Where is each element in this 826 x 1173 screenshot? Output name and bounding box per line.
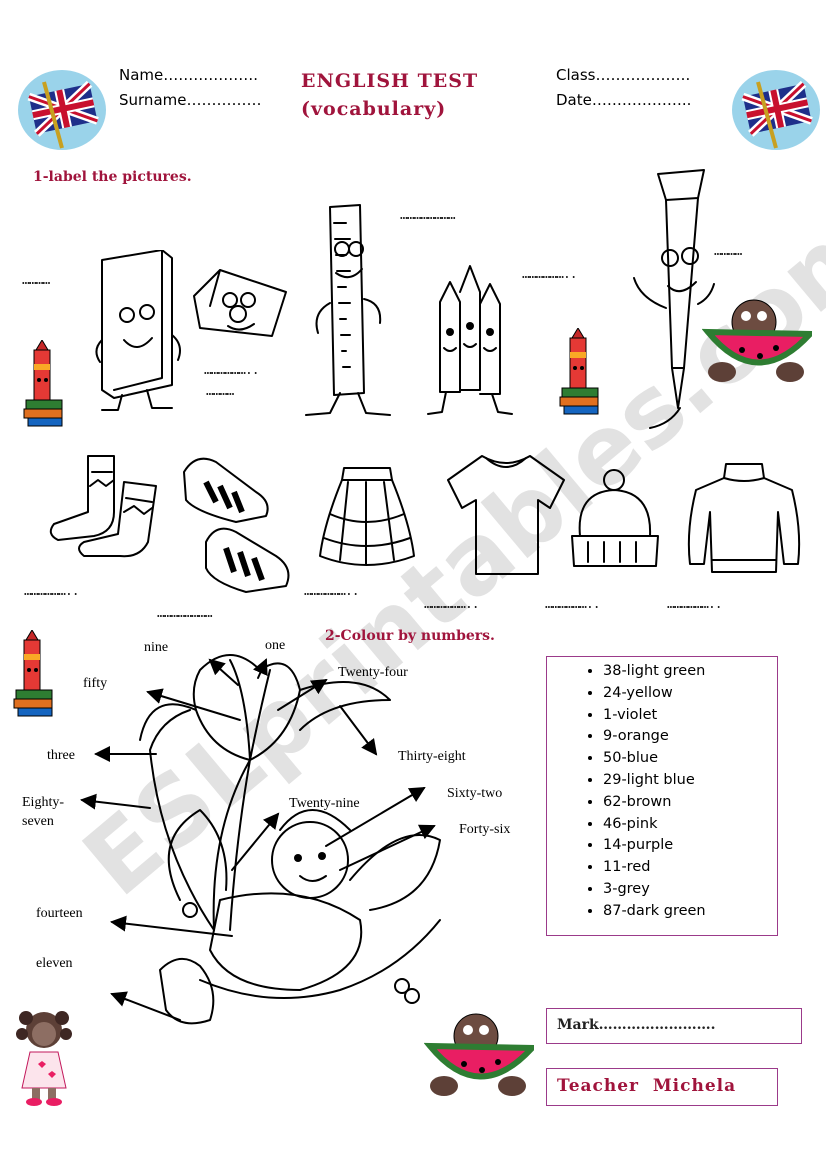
legend-item: 1-violet bbox=[603, 705, 777, 727]
number-label-thirty-eight: Thirty-eight bbox=[398, 749, 466, 764]
crayon-books-icon bbox=[12, 629, 56, 718]
test-subtitle: (vocabulary) bbox=[301, 98, 447, 120]
uk-flag-logo-left bbox=[14, 62, 110, 158]
class-field-label: Class………………. bbox=[556, 66, 691, 84]
number-label-twenty-four: Twenty-four bbox=[338, 665, 408, 680]
legend-item: 50-blue bbox=[603, 748, 777, 770]
answer-blank[interactable]: ……………….. bbox=[304, 584, 360, 599]
mark-box[interactable]: Mark……………………. bbox=[546, 1008, 802, 1044]
number-label-eleven: eleven bbox=[36, 956, 73, 971]
date-field-label: Date……………….. bbox=[556, 91, 692, 109]
uk-flag-logo-right bbox=[728, 62, 824, 158]
number-label-eighty-seven-cont: seven bbox=[22, 814, 54, 829]
girl-doll-illustration bbox=[12, 1004, 76, 1108]
answer-blank[interactable]: …………………… bbox=[400, 208, 456, 223]
legend-item: 24-yellow bbox=[603, 683, 777, 705]
number-label-forty-six: Forty-six bbox=[459, 822, 511, 837]
answer-blank[interactable]: ……………….. bbox=[24, 584, 80, 599]
number-label-one: one bbox=[265, 638, 286, 653]
book-character-illustration bbox=[92, 249, 188, 415]
crayon-books-icon bbox=[558, 327, 602, 416]
woolly-hat-illustration bbox=[568, 466, 662, 572]
number-label-twenty-nine: Twenty-nine bbox=[289, 796, 360, 811]
sweater-illustration bbox=[682, 460, 806, 584]
crayon-books-icon bbox=[22, 339, 66, 428]
answer-blank[interactable]: ………… bbox=[714, 244, 742, 259]
answer-blank[interactable]: …………………… bbox=[157, 606, 213, 621]
legend-item: 62-brown bbox=[603, 792, 777, 814]
legend-item: 38-light green bbox=[603, 661, 777, 683]
ruler-character-illustration bbox=[300, 203, 396, 425]
teacher-box: Teacher Michela bbox=[546, 1068, 778, 1106]
colour-legend-box: 38-light green 24-yellow 1-violet 9-oran… bbox=[546, 656, 778, 936]
socks-illustration bbox=[44, 452, 164, 562]
pencils-character-illustration bbox=[420, 262, 520, 422]
legend-item: 9-orange bbox=[603, 726, 777, 748]
number-label-eighty-seven: Eighty- bbox=[22, 795, 64, 810]
number-label-sixty-two: Sixty-two bbox=[447, 786, 503, 801]
number-label-fourteen: fourteen bbox=[36, 906, 83, 921]
answer-blank[interactable]: ……………….. bbox=[424, 597, 480, 612]
section1-heading: 1-label the pictures. bbox=[33, 169, 192, 185]
ladybug-watermelon-illustration bbox=[701, 292, 817, 388]
fairy-tulip-coloring-drawing bbox=[0, 630, 540, 1050]
answer-blank[interactable]: ………… bbox=[22, 273, 50, 288]
answer-blank[interactable]: ……………….. bbox=[545, 597, 601, 612]
eraser-character-illustration bbox=[190, 266, 290, 350]
number-label-nine: nine bbox=[144, 640, 169, 655]
answer-blank[interactable]: ………… bbox=[206, 384, 234, 399]
colour-legend-list: 38-light green 24-yellow 1-violet 9-oran… bbox=[547, 661, 777, 923]
legend-item: 29-light blue bbox=[603, 770, 777, 792]
sneakers-illustration bbox=[176, 452, 296, 602]
test-title: ENGLISH TEST bbox=[301, 70, 479, 92]
answer-blank[interactable]: ……………….. bbox=[667, 597, 723, 612]
tshirt-illustration bbox=[444, 450, 568, 580]
ladybug-watermelon-illustration bbox=[423, 1006, 539, 1102]
legend-item: 46-pink bbox=[603, 814, 777, 836]
pencil-character-illustration bbox=[620, 168, 716, 434]
name-field-label: Name………………. bbox=[119, 66, 259, 84]
mark-label: Mark……………………. bbox=[557, 1017, 716, 1033]
skirt-illustration bbox=[318, 464, 416, 574]
surname-field-label: Surname…………… bbox=[119, 91, 262, 109]
section2-heading: 2-Colour by numbers. bbox=[325, 628, 495, 644]
legend-item: 87-dark green bbox=[603, 901, 777, 923]
teacher-name: Teacher Michela bbox=[557, 1076, 737, 1096]
legend-item: 11-red bbox=[603, 857, 777, 879]
number-label-fifty: fifty bbox=[83, 676, 108, 691]
legend-item: 14-purple bbox=[603, 835, 777, 857]
number-label-three: three bbox=[47, 748, 75, 763]
answer-blank[interactable]: ……………….. bbox=[204, 363, 260, 378]
legend-item: 3-grey bbox=[603, 879, 777, 901]
answer-blank[interactable]: ……………….. bbox=[522, 267, 578, 282]
